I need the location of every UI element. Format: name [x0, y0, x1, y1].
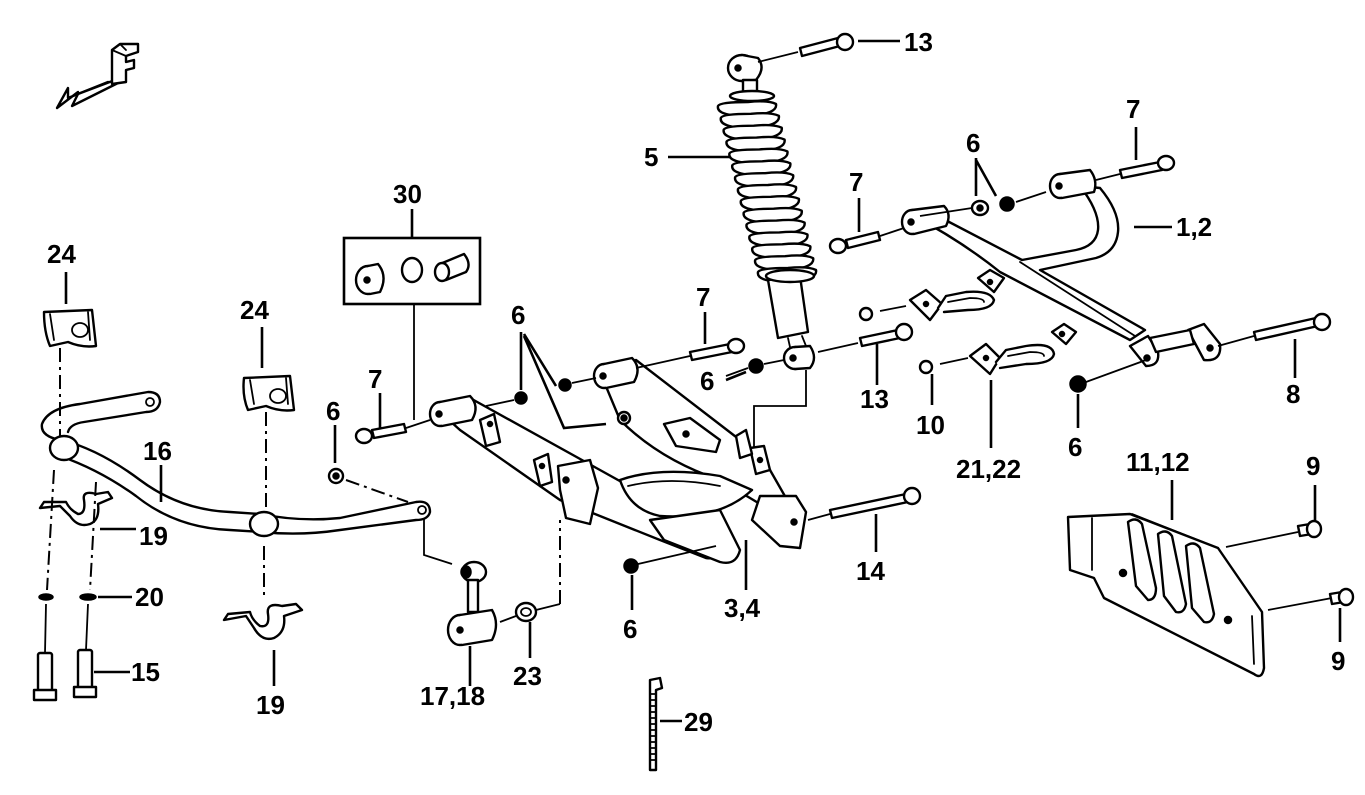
stabilizer-bar[interactable] — [40, 390, 432, 538]
upper-a-arm-front-bolt[interactable] — [828, 227, 905, 255]
shock-lower-bolt[interactable] — [817, 322, 914, 353]
callout-7[interactable]: 7 — [1126, 94, 1140, 124]
callout-6[interactable]: 6 — [1068, 432, 1082, 462]
sway-bar-bushing-left[interactable] — [42, 308, 98, 348]
callout-9[interactable]: 9 — [1331, 646, 1345, 676]
callout-6[interactable]: 6 — [623, 614, 637, 644]
lower-a-arm-front-bolt[interactable] — [354, 419, 431, 445]
alignment-line — [44, 603, 89, 654]
callout-3-4[interactable]: 3,4 — [724, 593, 761, 623]
lower-a-arm-nut[interactable] — [558, 377, 597, 392]
upper-a-arm-nut[interactable] — [919, 199, 990, 217]
callout-9[interactable]: 9 — [1306, 451, 1320, 481]
shock-mount-guide — [753, 370, 807, 460]
callout-7[interactable]: 7 — [696, 282, 710, 312]
callout-7[interactable]: 7 — [849, 167, 863, 197]
upper-a-arm-nut[interactable] — [999, 191, 1047, 212]
callout-23[interactable]: 23 — [513, 661, 542, 691]
sway-bar-bracket-right[interactable] — [222, 602, 304, 641]
callout-13[interactable]: 13 — [860, 384, 889, 414]
lower-a-arm-nut[interactable] — [485, 391, 528, 407]
knuckle-lower-nut[interactable] — [623, 545, 717, 574]
cable-tie[interactable] — [648, 676, 664, 772]
callout-1-2[interactable]: 1,2 — [1176, 212, 1212, 242]
callout-10[interactable]: 10 — [916, 410, 945, 440]
link-washer[interactable] — [499, 520, 561, 623]
shock-absorber[interactable] — [716, 53, 818, 371]
callout-14[interactable]: 14 — [856, 556, 885, 586]
stabilizer-link[interactable] — [423, 518, 498, 647]
brake-line-bracket[interactable] — [968, 342, 1056, 376]
knuckle-lower-bolt[interactable] — [807, 486, 922, 521]
callout-6[interactable]: 6 — [511, 300, 525, 330]
callout-5[interactable]: 5 — [644, 142, 658, 172]
upper-a-arm-rear-bolt[interactable] — [1095, 154, 1176, 181]
callout-labels: 13 5 7 6 7 1,2 30 24 24 6 7 6 13 7 6 10 … — [47, 27, 1345, 737]
guard-bolt-lower[interactable] — [1267, 587, 1355, 611]
alignment-line — [89, 481, 97, 591]
lower-a-arm[interactable] — [428, 356, 808, 564]
callout-24[interactable]: 24 — [47, 239, 76, 269]
callout-6[interactable]: 6 — [326, 396, 340, 426]
flange-nut[interactable] — [918, 357, 969, 375]
callout-7[interactable]: 7 — [368, 364, 382, 394]
callout-24[interactable]: 24 — [240, 295, 269, 325]
callout-6[interactable]: 6 — [700, 366, 714, 396]
a-arm-guard[interactable] — [1066, 512, 1266, 678]
guard-bolt-upper[interactable] — [1225, 519, 1323, 548]
upper-a-arm[interactable] — [900, 168, 1222, 368]
bracket-bolt[interactable] — [32, 651, 58, 702]
callout-20[interactable]: 20 — [135, 582, 164, 612]
callout-29[interactable]: 29 — [684, 707, 713, 737]
callout-21-22[interactable]: 21,22 — [956, 454, 1021, 484]
front-direction-arrow-icon — [55, 42, 140, 110]
stabilizer-link-nut[interactable] — [327, 467, 409, 503]
knuckle-upper-nut[interactable] — [1069, 359, 1147, 393]
callout-19[interactable]: 19 — [256, 690, 285, 720]
callout-16[interactable]: 16 — [143, 436, 172, 466]
callout-15[interactable]: 15 — [131, 657, 160, 687]
callout-13[interactable]: 13 — [904, 27, 933, 57]
callout-leaders — [64, 39, 1342, 723]
knuckle-upper-bolt[interactable] — [1217, 312, 1332, 347]
washer[interactable] — [79, 593, 97, 601]
flange-nut[interactable] — [858, 305, 907, 322]
callout-30[interactable]: 30 — [393, 179, 422, 209]
bracket-bolt[interactable] — [72, 648, 98, 699]
sway-bar-bushing-right[interactable] — [242, 374, 296, 412]
alignment-line — [46, 469, 55, 591]
callout-6[interactable]: 6 — [966, 128, 980, 158]
brake-line-bracket[interactable] — [908, 288, 996, 322]
lower-a-arm-nut[interactable] — [616, 410, 632, 426]
washer[interactable] — [38, 593, 54, 601]
callout-8[interactable]: 8 — [1286, 379, 1300, 409]
shock-lower-nut[interactable] — [725, 358, 785, 377]
lower-a-arm-rear-bolt[interactable] — [635, 337, 746, 369]
shock-upper-bolt[interactable] — [757, 32, 855, 63]
callout-19[interactable]: 19 — [139, 521, 168, 551]
bushing-kit[interactable] — [342, 236, 482, 306]
callout-11-12[interactable]: 11,12 — [1126, 447, 1190, 477]
callout-17-18[interactable]: 17,18 — [420, 681, 485, 711]
